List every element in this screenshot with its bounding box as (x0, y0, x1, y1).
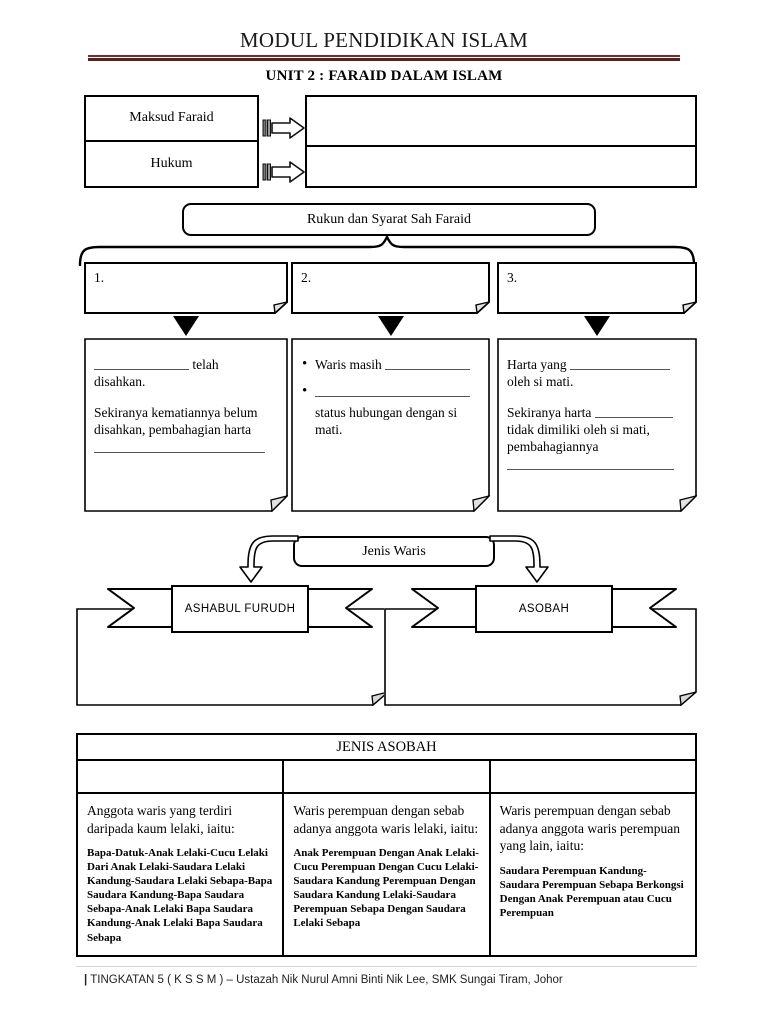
label-maksud-faraid: Maksud Faraid (86, 97, 257, 142)
answer-blank-line[interactable] (594, 405, 673, 418)
answer-maksud-faraid[interactable] (307, 97, 695, 147)
asobah-panel[interactable] (384, 608, 697, 706)
curved-arrow-left-icon (238, 535, 300, 585)
asobah-detail-1: Bapa-Datuk-Anak Lelaki-Cucu Lelaki Dari … (87, 847, 273, 944)
asobah-detail-2: Anak Perempuan Dengan Anak Lelaki-Cucu P… (293, 847, 479, 930)
asobah-detail-3: Saudara Perempuan Kandung-Saudara Peremp… (499, 864, 684, 919)
asobah-subheader-row (78, 761, 695, 794)
answer-blank-line[interactable] (385, 357, 471, 370)
footer-divider (76, 966, 697, 967)
numbered-box-2[interactable]: 2. (291, 262, 490, 314)
down-triangle-icon (173, 316, 199, 336)
footer-text: TINGKATAN 5 ( K S S M ) – Ustazah Nik Nu… (90, 974, 563, 986)
curved-arrow-right-icon (488, 535, 550, 585)
list-item: Waris masih (301, 355, 480, 374)
asobah-body-row: Anggota waris yang terdiri daripada kaum… (78, 794, 695, 955)
top-label-box: Maksud Faraid Hukum (84, 95, 259, 188)
detail-3-line1: Harta yang (507, 356, 687, 373)
detail-box-3[interactable]: Harta yang oleh si mati. Sekiranya harta… (497, 338, 697, 512)
asobah-table: JENIS ASOBAH Anggota waris yang terdiri … (76, 733, 697, 957)
numbered-box-1-number: 1. (94, 270, 105, 285)
table-cell: Anggota waris yang terdiri daripada kaum… (78, 794, 285, 955)
answer-hukum[interactable] (307, 147, 695, 195)
asobah-subheader-3[interactable] (491, 761, 695, 792)
rukun-heading: Rukun dan Syarat Sah Faraid (182, 203, 596, 236)
ashabul-furudh-panel[interactable] (76, 608, 389, 706)
detail-3-para2: Sekiranya harta tidak dimiliki oleh si m… (507, 404, 687, 456)
answer-blank-line[interactable] (94, 452, 266, 454)
asobah-lead-1: Anggota waris yang terdiri daripada kaum… (87, 803, 235, 836)
ribbon-asobah: ASOBAH (410, 585, 678, 635)
asobah-subheader-1[interactable] (78, 761, 285, 792)
ashabul-furudh-body (76, 608, 389, 625)
numbered-box-3[interactable]: 3. (497, 262, 697, 314)
page-title: MODUL PENDIDIKAN ISLAM (239, 28, 529, 52)
asobah-lead-2: Waris perempuan dengan sebab adanya angg… (293, 803, 479, 836)
footer: | TINGKATAN 5 ( K S S M ) – Ustazah Nik … (84, 974, 704, 986)
detail-3-line2: oleh si mati. (507, 374, 574, 390)
answer-blank-line[interactable] (315, 384, 470, 398)
down-triangle-icon (584, 316, 610, 336)
answer-blank-line[interactable] (569, 357, 670, 370)
numbered-box-1[interactable]: 1. (84, 262, 288, 314)
detail-1-line2: disahkan. (94, 374, 146, 390)
asobah-body (384, 608, 697, 625)
ribbon-ashabul-furudh: ASHABUL FURUDH (106, 585, 374, 635)
curly-brace-icon (78, 236, 696, 266)
list-item: status hubungan dengan si mati. (301, 382, 480, 438)
ribbon-label-asobah: ASOBAH (518, 602, 570, 615)
down-triangle-icon (378, 316, 404, 336)
unit-title: UNIT 2 : FARAID DALAM ISLAM (265, 68, 503, 84)
detail-1-line1: telah (94, 356, 278, 373)
title-divider (88, 55, 680, 62)
asobah-table-title: JENIS ASOBAH (78, 735, 695, 761)
detail-box-2[interactable]: Waris masih status hubungan dengan si ma… (291, 338, 490, 512)
table-cell: Waris perempuan dengan sebab adanya angg… (491, 794, 695, 955)
answer-blank-line[interactable] (507, 469, 675, 471)
detail-1-para2: Sekiranya kematiannya belum disahkan, pe… (94, 404, 258, 437)
footer-bar: | (84, 974, 88, 986)
numbered-box-2-number: 2. (301, 270, 312, 285)
striped-arrow-icon (262, 159, 306, 185)
table-cell: Waris perempuan dengan sebab adanya angg… (284, 794, 491, 955)
striped-arrow-icon (262, 115, 306, 141)
asobah-lead-3: Waris perempuan dengan sebab adanya angg… (499, 803, 680, 854)
numbered-box-3-number: 3. (507, 270, 518, 285)
jenis-waris-heading: Jenis Waris (293, 536, 495, 567)
label-hukum: Hukum (150, 155, 193, 171)
detail-box-1[interactable]: telah disahkan. Sekiranya kematiannya be… (84, 338, 288, 512)
top-answer-box (305, 95, 697, 188)
ribbon-label-ashabul-furudh: ASHABUL FURUDH (184, 602, 296, 615)
detail-2-bullets: Waris masih status hubungan dengan si ma… (301, 355, 480, 438)
asobah-subheader-2[interactable] (284, 761, 491, 792)
